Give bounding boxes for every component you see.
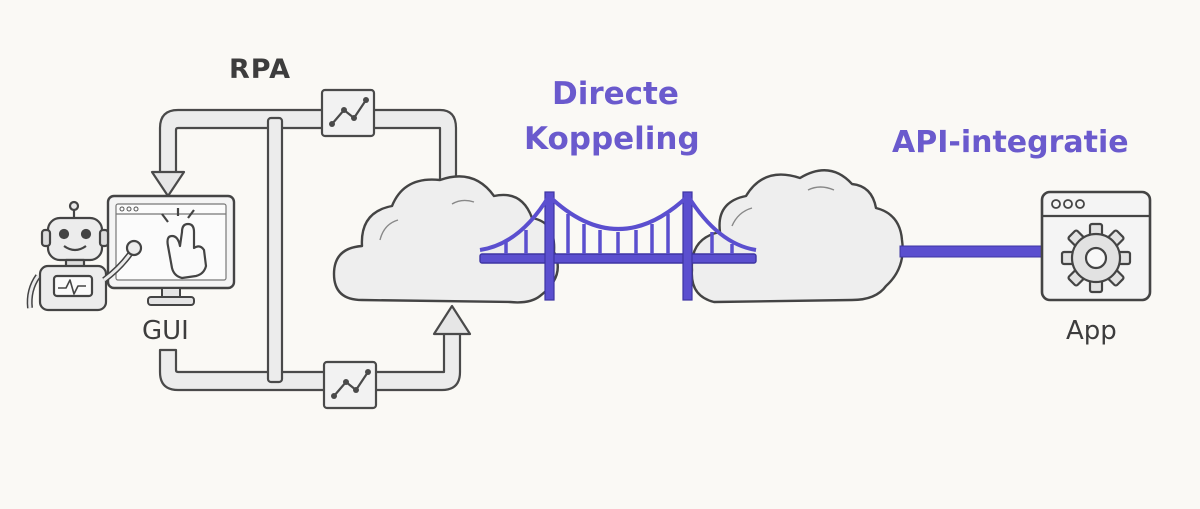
cloud-icon-right — [690, 169, 904, 304]
gui-label: GUI — [142, 316, 189, 346]
api-integration-label: API-integratie — [892, 125, 1129, 160]
cloud-icon — [332, 175, 559, 304]
direct-connection-label-line2: Koppeling — [524, 121, 700, 157]
app-label: App — [1066, 316, 1117, 346]
direct-connection-label-line1: Directe — [552, 76, 679, 112]
process-chart-icon-bottom — [322, 360, 378, 410]
suspension-bridge-icon — [479, 191, 757, 301]
down-arrow-icon — [150, 170, 186, 198]
process-chart-icon — [320, 88, 376, 138]
robot-icon — [26, 200, 143, 312]
gear-icon — [1060, 222, 1132, 294]
rpa-label: RPA — [229, 54, 291, 85]
hand-pointer-icon — [161, 208, 208, 280]
up-arrow-icon — [432, 304, 472, 336]
rpa-loop-pipe — [158, 108, 462, 392]
api-connection-line — [899, 245, 1045, 258]
